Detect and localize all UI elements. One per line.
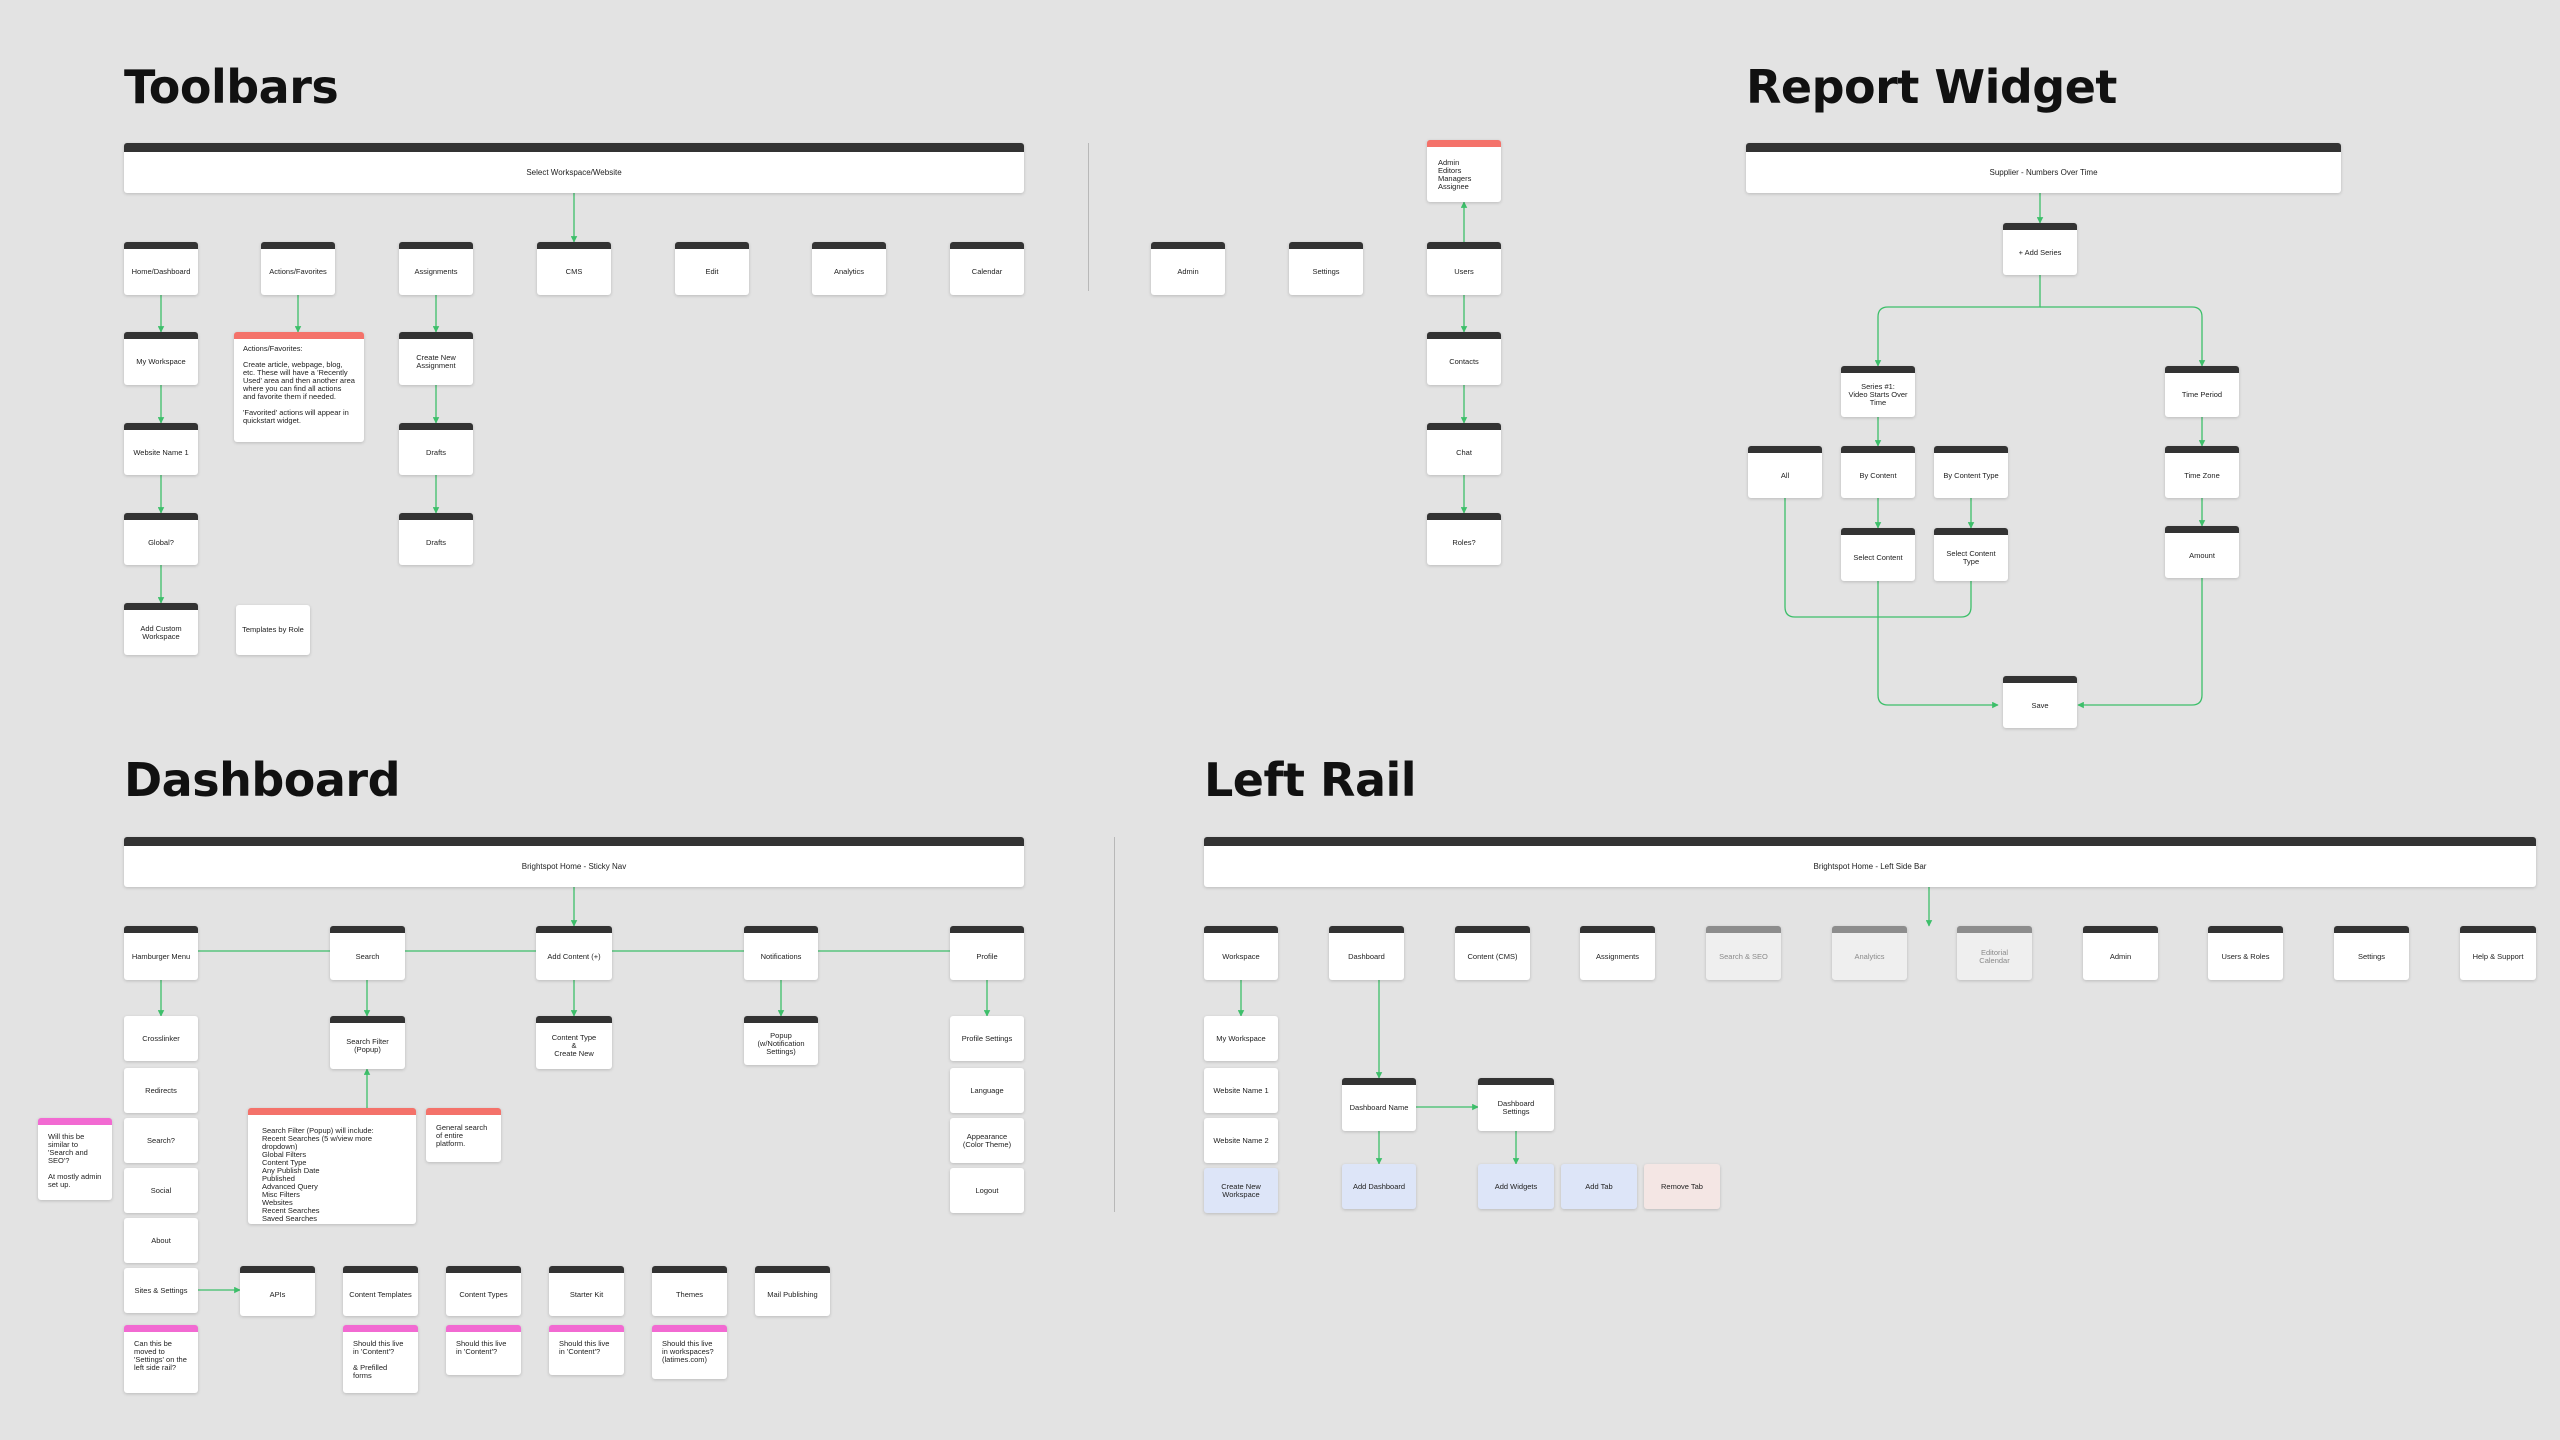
node-my-workspace[interactable]: My Workspace (124, 332, 198, 385)
node-save[interactable]: Save (2003, 676, 2077, 728)
note-starter-kit: Should this live in 'Content'? (549, 1325, 624, 1375)
node-content-type-create[interactable]: Content Type & Create New (536, 1016, 612, 1069)
note-search-filter-popup: Search Filter (Popup) will include: Rece… (248, 1108, 416, 1224)
divider-bottom (1114, 837, 1115, 1212)
node-lr-content-cms[interactable]: Content (CMS) (1455, 926, 1530, 980)
section-title-toolbars: Toolbars (124, 60, 339, 114)
node-time-period[interactable]: Time Period (2165, 366, 2239, 417)
node-lr-dashboard-settings[interactable]: Dashboard Settings (1478, 1078, 1554, 1131)
node-assignments[interactable]: Assignments (399, 242, 473, 295)
node-profile-settings[interactable]: Profile Settings (950, 1016, 1024, 1061)
node-home-dashboard[interactable]: Home/Dashboard (124, 242, 198, 295)
node-lr-add-dashboard[interactable]: Add Dashboard (1342, 1164, 1416, 1209)
node-cms[interactable]: CMS (537, 242, 611, 295)
node-lr-analytics[interactable]: Analytics (1832, 926, 1907, 980)
node-add-custom-workspace[interactable]: Add Custom Workspace (124, 603, 198, 655)
node-select-workspace[interactable]: Select Workspace/Website (124, 143, 1024, 193)
note-content-types: Should this live in 'Content'? (446, 1325, 521, 1375)
node-lr-admin[interactable]: Admin (2083, 926, 2158, 980)
node-logout[interactable]: Logout (950, 1168, 1024, 1213)
node-website-name-1[interactable]: Website Name 1 (124, 423, 198, 475)
node-profile[interactable]: Profile (950, 926, 1024, 980)
node-notifications[interactable]: Notifications (744, 926, 818, 980)
node-about[interactable]: About (124, 1218, 198, 1263)
node-lr-settings[interactable]: Settings (2334, 926, 2409, 980)
node-redirects[interactable]: Redirects (124, 1068, 198, 1113)
node-search[interactable]: Search (330, 926, 405, 980)
node-lr-add-widgets[interactable]: Add Widgets (1478, 1164, 1554, 1209)
node-add-content[interactable]: Add Content (+) (536, 926, 612, 980)
node-lr-create-new-workspace[interactable]: Create New Workspace (1204, 1168, 1278, 1213)
divider-top (1088, 143, 1089, 291)
note-actions-favorites: Actions/Favorites: Create article, webpa… (234, 332, 364, 442)
node-users[interactable]: Users (1427, 242, 1501, 295)
note-sites-settings: Can this be moved to 'Settings' on the l… (124, 1325, 198, 1393)
node-search-filter[interactable]: Search Filter (Popup) (330, 1016, 405, 1069)
node-popup-notification[interactable]: Popup (w/Notification Settings) (744, 1016, 818, 1065)
node-dashboard-header[interactable]: Brightspot Home - Sticky Nav (124, 837, 1024, 887)
node-time-zone[interactable]: Time Zone (2165, 446, 2239, 498)
node-admin[interactable]: Admin (1151, 242, 1225, 295)
node-drafts-2[interactable]: Drafts (399, 513, 473, 565)
node-lr-editorial-calendar[interactable]: Editorial Calendar (1957, 926, 2032, 980)
node-starter-kit[interactable]: Starter Kit (549, 1266, 624, 1316)
node-roles-list: Admin Editors Managers Assignee (1427, 140, 1501, 202)
node-lr-help-support[interactable]: Help & Support (2460, 926, 2536, 980)
node-content-templates[interactable]: Content Templates (343, 1266, 418, 1316)
node-templates-by-role[interactable]: Templates by Role (236, 605, 310, 655)
node-mail-publishing[interactable]: Mail Publishing (755, 1266, 830, 1316)
node-sites-settings[interactable]: Sites & Settings (124, 1268, 198, 1313)
section-title-report-widget: Report Widget (1746, 60, 2117, 114)
node-lr-search-seo[interactable]: Search & SEO (1706, 926, 1781, 980)
node-by-content[interactable]: By Content (1841, 446, 1915, 498)
node-report-header[interactable]: Supplier - Numbers Over Time (1746, 143, 2341, 193)
node-themes[interactable]: Themes (652, 1266, 727, 1316)
node-lr-users-roles[interactable]: Users & Roles (2208, 926, 2283, 980)
node-lr-website-name-2[interactable]: Website Name 2 (1204, 1118, 1278, 1163)
node-appearance[interactable]: Appearance (Color Theme) (950, 1118, 1024, 1163)
node-apis[interactable]: APIs (240, 1266, 315, 1316)
node-crosslinker[interactable]: Crosslinker (124, 1016, 198, 1061)
node-contacts[interactable]: Contacts (1427, 332, 1501, 385)
node-edit[interactable]: Edit (675, 242, 749, 295)
node-amount[interactable]: Amount (2165, 526, 2239, 578)
node-lr-website-name-1[interactable]: Website Name 1 (1204, 1068, 1278, 1113)
node-select-content[interactable]: Select Content (1841, 528, 1915, 581)
node-chat[interactable]: Chat (1427, 423, 1501, 475)
node-lr-workspace[interactable]: Workspace (1204, 926, 1278, 980)
node-settings[interactable]: Settings (1289, 242, 1363, 295)
node-actions-favorites[interactable]: Actions/Favorites (261, 242, 335, 295)
node-create-new-assignment[interactable]: Create New Assignment (399, 332, 473, 385)
node-left-rail-header[interactable]: Brightspot Home - Left Side Bar (1204, 837, 2536, 887)
node-add-series[interactable]: + Add Series (2003, 223, 2077, 275)
node-lr-my-workspace[interactable]: My Workspace (1204, 1016, 1278, 1061)
node-lr-dashboard[interactable]: Dashboard (1329, 926, 1404, 980)
note-search-similar: Will this be similar to 'Search and SEO'… (38, 1118, 112, 1200)
node-social[interactable]: Social (124, 1168, 198, 1213)
node-select-content-type[interactable]: Select Content Type (1934, 528, 2008, 581)
node-calendar[interactable]: Calendar (950, 242, 1024, 295)
node-roles[interactable]: Roles? (1427, 513, 1501, 565)
node-lr-remove-tab[interactable]: Remove Tab (1644, 1164, 1720, 1209)
node-by-content-type[interactable]: By Content Type (1934, 446, 2008, 498)
section-title-left-rail: Left Rail (1204, 753, 1417, 807)
node-hamburger-menu[interactable]: Hamburger Menu (124, 926, 198, 980)
note-content-templates: Should this live in 'Content'? & Prefill… (343, 1325, 418, 1393)
node-language[interactable]: Language (950, 1068, 1024, 1113)
node-search-q[interactable]: Search? (124, 1118, 198, 1163)
node-all[interactable]: All (1748, 446, 1822, 498)
note-general-search: General search of entire platform. (426, 1108, 501, 1162)
note-themes: Should this live in workspaces? (latimes… (652, 1325, 727, 1379)
section-title-dashboard: Dashboard (124, 753, 401, 807)
node-content-types[interactable]: Content Types (446, 1266, 521, 1316)
node-lr-dashboard-name[interactable]: Dashboard Name (1342, 1078, 1416, 1131)
node-analytics[interactable]: Analytics (812, 242, 886, 295)
node-lr-assignments[interactable]: Assignments (1580, 926, 1655, 980)
node-lr-add-tab[interactable]: Add Tab (1561, 1164, 1637, 1209)
node-drafts-1[interactable]: Drafts (399, 423, 473, 475)
node-global[interactable]: Global? (124, 513, 198, 565)
node-series-1[interactable]: Series #1: Video Starts Over Time (1841, 366, 1915, 417)
